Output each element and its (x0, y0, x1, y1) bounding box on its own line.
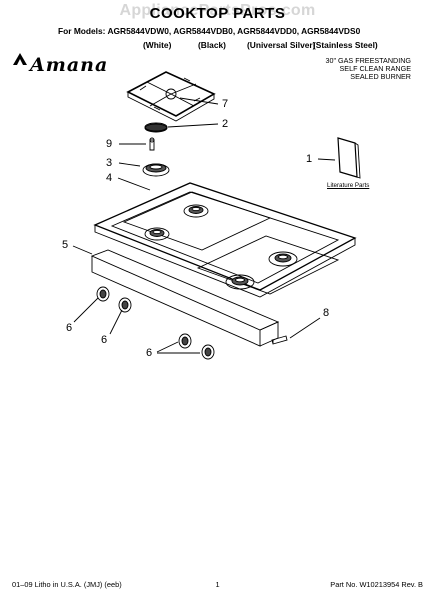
part-number: Part No. W10213954 Rev. B (330, 580, 423, 589)
callout-1: 1 (306, 153, 313, 165)
screw (271, 335, 288, 345)
knob-2 (118, 297, 132, 313)
burner-grate (126, 71, 216, 122)
burner-cap (144, 122, 168, 133)
color-white: (White) (143, 40, 172, 50)
knob-4 (201, 344, 215, 360)
burner-base (142, 163, 170, 177)
callout-2: 2 (222, 118, 229, 130)
callout-9: 9 (106, 138, 113, 150)
model-list: For Models: AGR5844VDW0, AGR5844VDB0, AG… (58, 26, 361, 36)
color-black: (Black) (198, 40, 226, 50)
manifold-panel (90, 249, 280, 347)
callout-6b: 6 (101, 334, 108, 346)
description-line-2: SELF CLEAN RANGE (339, 64, 412, 73)
knob-3 (178, 333, 192, 349)
watermark: AppliancePartsPros.com (119, 2, 316, 19)
callout-5: 5 (62, 239, 69, 251)
knob-1 (96, 286, 110, 302)
burner-top-left (144, 227, 170, 241)
callout-3: 3 (106, 157, 113, 169)
callout-8: 8 (323, 307, 330, 319)
literature-label: Literature Parts (327, 182, 370, 189)
igniter (149, 137, 155, 151)
burner-bottom-right (268, 251, 298, 267)
description-line-1: 30" GAS FREESTANDING (325, 56, 412, 65)
burner-top-right (183, 204, 209, 218)
callout-4: 4 (106, 172, 113, 184)
callout-7: 7 (222, 98, 229, 110)
cooktop-panel (93, 182, 357, 298)
description-line-3: SEALED BURNER (350, 72, 411, 81)
brand-logo-mark-icon (13, 53, 27, 65)
brand-logo: Amana (30, 54, 109, 76)
callout-6c: 6 (146, 347, 153, 359)
color-stainless-steel: (Stainless Steel) (313, 40, 378, 50)
page-number: 1 (215, 580, 220, 589)
callout-6a: 6 (66, 322, 73, 334)
page-title: COOKTOP PARTS (149, 5, 286, 22)
color-universal-silver: (Universal Silver) (247, 40, 316, 50)
burner-bottom-left (225, 274, 255, 290)
literature-parts (337, 137, 361, 179)
footer-print-info: 01–09 Litho in U.S.A. (JMJ) (eeb) (12, 580, 122, 589)
